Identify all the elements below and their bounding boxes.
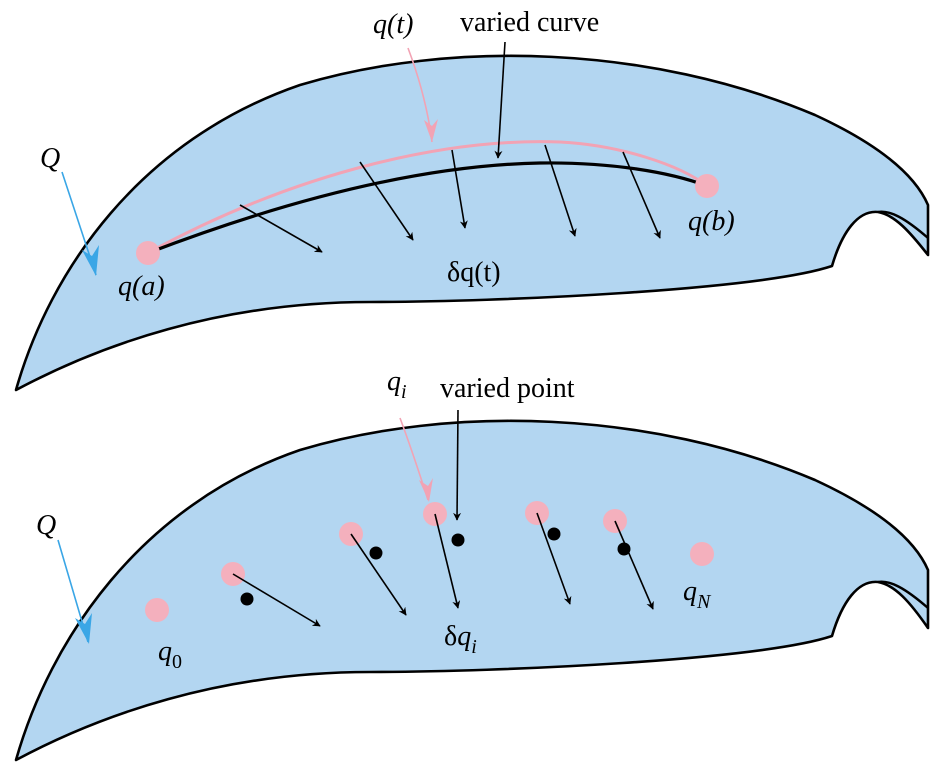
point-label-sub: i [401,381,407,403]
variation-vector [350,533,407,616]
variation-vector [359,161,414,241]
surface-fold [877,210,929,239]
varied-point [240,592,254,606]
point-q0 [145,598,169,622]
start-label: q(a) [118,271,165,302]
point-qN [690,542,714,566]
variation-label-q: q [457,621,471,652]
variation-vector [232,573,321,627]
variation-label: δq(t) [447,257,501,288]
last-label-sub: N [696,591,712,613]
manifold-label: Q [36,510,56,541]
top-panel: Q q(t) varied curve q(a) q(b) δq(t) [14,7,930,392]
variation-vector [544,144,577,237]
endpoint-q-b [695,174,719,198]
varied-point [547,527,561,541]
surface-fold [877,580,929,609]
varied-curve [147,161,708,255]
pointer-point-head [419,478,433,502]
pointer-manifold-head [82,245,99,276]
pointer-varied-point [453,409,462,521]
endpoint-q-a [136,241,160,265]
variation-vector [614,520,654,610]
curve-q-t [147,140,708,255]
manifold-label: Q [40,143,60,174]
bottom-panel: Q qi varied point q0 qN δqi [14,366,930,762]
first-label-sub: 0 [172,651,182,673]
variation-vector [536,512,572,605]
varied-point [369,546,383,560]
manifold-surface [14,419,930,762]
pointer-manifold-head [75,613,92,644]
variation-vector [434,513,461,609]
pointer-curve-head [424,119,438,142]
curve-label: q(t) [373,9,413,40]
point-label: qi [387,366,407,403]
varied-point-label: varied point [440,373,575,404]
variation-vector [622,151,661,239]
variation-label-sub: i [471,636,477,658]
variation-vector [239,204,323,253]
manifold-surface [14,54,930,392]
pointer-varied-curve [494,41,506,159]
variation-vector [451,149,468,229]
varied-point [451,533,465,547]
varied-curve-label: varied curve [460,7,599,38]
end-label: q(b) [688,206,735,237]
varied-point [617,542,631,556]
variation-label: δqi [444,621,477,658]
